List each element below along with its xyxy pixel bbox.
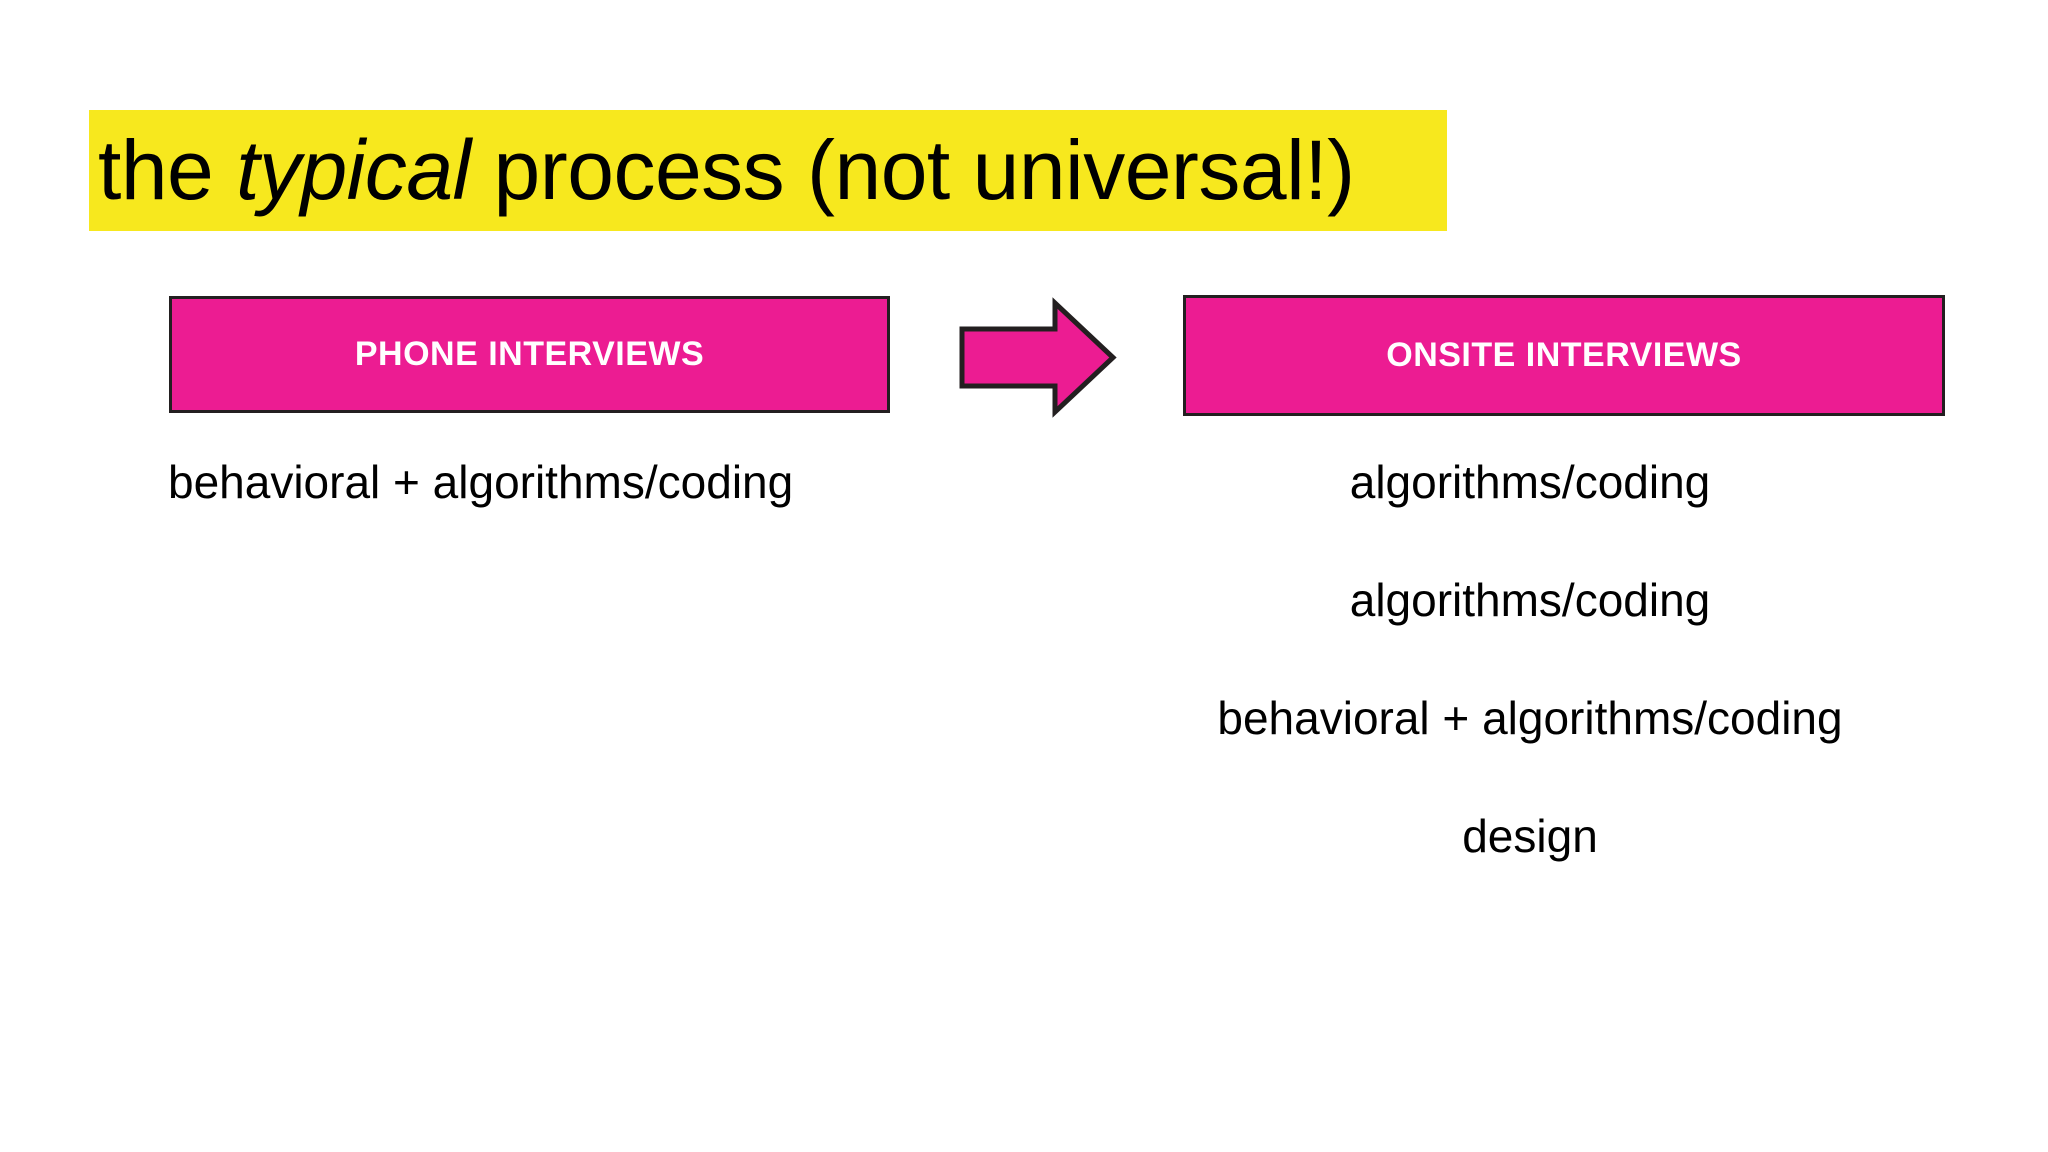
list-item: algorithms/coding bbox=[1349, 456, 1711, 508]
stage-items-phone: behavioral + algorithms/coding bbox=[168, 455, 928, 955]
list-item: algorithms/coding bbox=[1349, 574, 1711, 626]
stage-label-onsite: ONSITE INTERVIEWS bbox=[1386, 336, 1742, 374]
title-prefix: the bbox=[98, 123, 237, 217]
stage-items-onsite: algorithms/coding algorithms/coding beha… bbox=[1150, 455, 1910, 955]
page-title: the typical process (not universal!) bbox=[89, 110, 1447, 231]
stage-box-onsite[interactable]: ONSITE INTERVIEWS bbox=[1183, 295, 1945, 416]
title-suffix: process (not universal!) bbox=[470, 123, 1356, 217]
list-item: design bbox=[1462, 810, 1598, 862]
title-highlight-band bbox=[89, 110, 1447, 231]
title-emphasis: typical bbox=[236, 123, 471, 217]
list-item: behavioral + algorithms/coding bbox=[1217, 692, 1843, 744]
list-item: behavioral + algorithms/coding bbox=[168, 456, 794, 508]
stage-label-phone: PHONE INTERVIEWS bbox=[354, 335, 705, 373]
stage-box-phone[interactable]: PHONE INTERVIEWS bbox=[169, 296, 890, 413]
flow-arrow bbox=[955, 296, 1120, 421]
right-arrow-icon bbox=[959, 297, 1117, 418]
